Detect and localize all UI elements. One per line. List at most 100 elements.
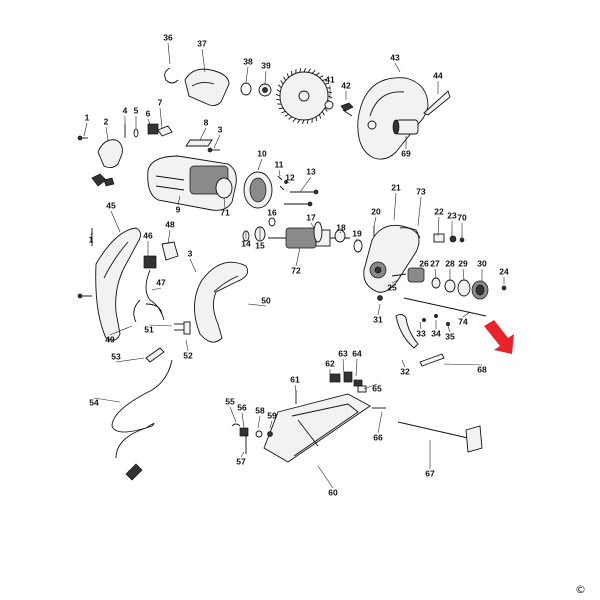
part-3-screw-top: [207, 147, 220, 153]
callout-label-42: 42: [341, 80, 351, 90]
callout-label-50: 50: [261, 295, 271, 305]
blade-tooth: [321, 111, 325, 116]
callout-label-24: 24: [499, 266, 509, 276]
part-32-riving-knife: [395, 313, 419, 349]
leader-line: [317, 465, 334, 489]
callout-label-11: 11: [275, 159, 284, 169]
blade-tooth: [275, 93, 281, 97]
blade-tooth: [280, 80, 284, 85]
part-37-guard-bracket: [184, 68, 230, 107]
callout-label-3: 3: [188, 248, 193, 258]
leader-line: [201, 48, 206, 73]
callout-label-67: 67: [425, 468, 435, 478]
blade-tooth: [276, 89, 281, 93]
part-48-bracket: [161, 241, 179, 261]
leader-line: [437, 216, 440, 237]
callout-label-1: 1: [89, 234, 94, 244]
blade-tooth: [278, 84, 282, 89]
part-44-wedge: [423, 90, 451, 116]
part-69-spindle: [392, 119, 419, 135]
part-33-34-35-small: [422, 314, 450, 326]
blade-tooth: [291, 70, 293, 76]
part-49-cable: [133, 299, 163, 323]
callout-label-56: 56: [237, 402, 247, 412]
callout-label-35: 35: [445, 331, 455, 341]
callout-label-32: 32: [400, 366, 410, 376]
callout-label-5: 5: [134, 105, 139, 115]
leader-line: [299, 176, 312, 193]
leader-line: [393, 192, 397, 221]
callout-label-21: 21: [391, 182, 401, 192]
part-41-washer: [324, 100, 334, 110]
leader-line: [257, 158, 263, 171]
callout-label-55: 55: [225, 396, 235, 406]
callout-label-29: 29: [458, 258, 468, 268]
leader-line: [229, 406, 237, 423]
callout-label-51: 51: [144, 324, 154, 334]
leader-line: [110, 210, 121, 233]
blade-tooth: [303, 67, 307, 73]
blade-tooth: [324, 83, 330, 85]
part-9-motor-housing: [147, 155, 237, 211]
leader-line: [90, 231, 93, 236]
callout-label-14: 14: [241, 238, 251, 248]
callout-label-71: 71: [220, 207, 230, 217]
part-38-ring: [240, 82, 252, 96]
part-19-ring: [353, 239, 363, 253]
leader-line: [285, 181, 291, 184]
callout-label-22: 22: [434, 206, 444, 216]
blade-tooth: [276, 98, 281, 101]
callout-label-63: 63: [338, 348, 348, 358]
part-67-rip-fence: [397, 421, 483, 453]
copyright-mark: ©: [575, 583, 586, 596]
part-39-bearing: [258, 83, 272, 97]
callout-label-27: 27: [430, 258, 440, 268]
part-55-56-57-knob: [231, 423, 249, 454]
callout-label-41: 41: [325, 74, 335, 84]
part-18-bearing: [334, 229, 346, 243]
part-28-bearing: [444, 279, 456, 293]
part-74-assembly-bracket: [403, 297, 487, 317]
callout-label-9: 9: [176, 204, 181, 214]
callout-label-49: 49: [105, 334, 115, 344]
callout-label-16: 16: [267, 207, 277, 217]
leader-line: [294, 384, 297, 393]
callout-label-17: 17: [306, 212, 316, 222]
leader-line: [342, 358, 345, 375]
callout-label-48: 48: [165, 219, 175, 229]
leader-line: [189, 258, 197, 273]
leader-line: [147, 118, 151, 125]
leader-line: [377, 411, 383, 434]
callout-label-15: 15: [255, 240, 265, 250]
callout-label-25: 25: [387, 282, 397, 292]
callout-label-19: 19: [352, 228, 362, 238]
blade-tooth: [284, 113, 289, 117]
blade-tooth: [315, 72, 320, 76]
leader-line: [373, 216, 377, 227]
part-8-plate: [185, 139, 213, 147]
blade-tooth: [286, 73, 290, 78]
highlight-arrow: [484, 320, 514, 354]
leader-line: [295, 247, 301, 267]
leader-line: [167, 229, 171, 245]
leader-line: [93, 397, 121, 403]
part-17-fan: [313, 221, 323, 243]
callout-label-65: 65: [372, 383, 382, 393]
blade-tooth: [322, 78, 327, 82]
callout-label-60: 60: [328, 487, 338, 497]
callout-label-31: 31: [373, 314, 383, 324]
leader-line: [394, 62, 401, 73]
part-45-handle-half: [95, 227, 141, 341]
part-46-switch: [143, 255, 157, 269]
part-73-gasket: [399, 227, 421, 239]
callout-label-39: 39: [261, 60, 271, 70]
part-21-gear-housing: [363, 224, 420, 293]
leader-line: [443, 363, 483, 366]
blade-tooth: [283, 76, 287, 81]
callout-label-52: 52: [183, 350, 193, 360]
part-27-ring: [431, 277, 441, 289]
blade-tooth: [311, 70, 316, 74]
blade-tooth: [288, 116, 293, 120]
leader-line: [269, 420, 273, 429]
